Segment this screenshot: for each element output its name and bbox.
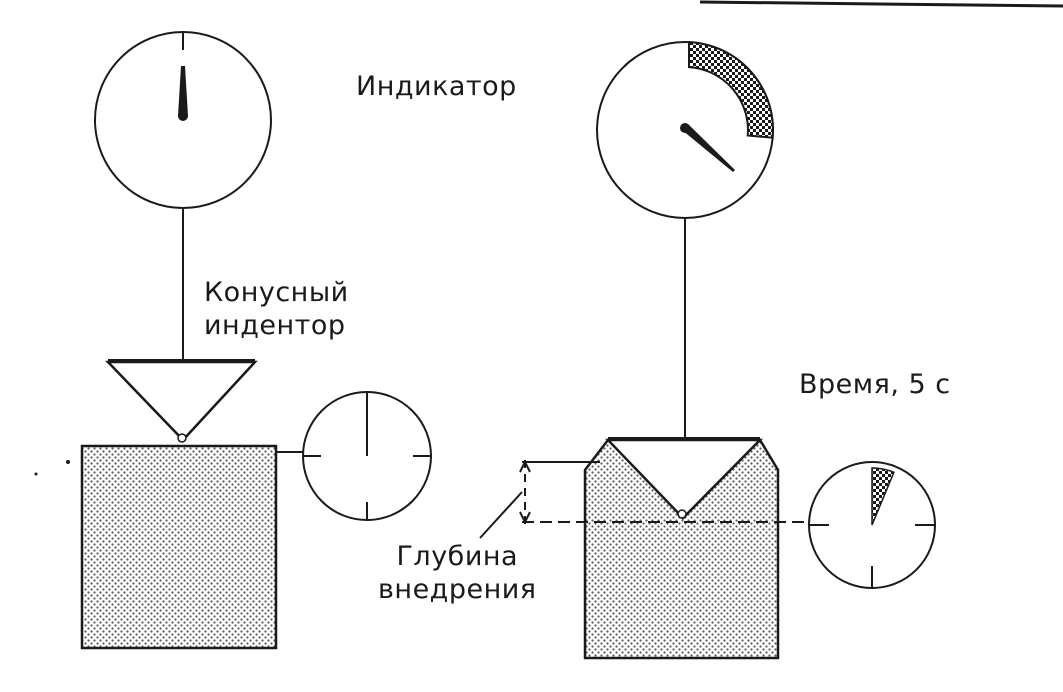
stopwatch-elapsed-sector xyxy=(871,467,895,526)
cone-indenter-label-line-2: индентор xyxy=(204,310,346,341)
gauge-deflection-arc xyxy=(688,41,774,139)
left-setup xyxy=(34,31,432,650)
penetration-depth-label: Глубина внедрения xyxy=(378,540,537,606)
time-label: Время, 5 с xyxy=(799,368,951,401)
depth-dimension xyxy=(479,459,812,539)
cone-indenter-label: Конусный индентор xyxy=(204,276,349,342)
penetration-depth-label-line-1: Глубина xyxy=(396,541,519,572)
cone-indenter-label-line-1: Конусный xyxy=(204,277,349,308)
cone-indenter xyxy=(105,360,258,442)
gauge-needle xyxy=(178,66,188,116)
gauge-needle xyxy=(682,124,735,172)
gauge-icon xyxy=(596,41,774,219)
penetration-depth-label-line-2: внедрения xyxy=(378,574,537,605)
specimen-block xyxy=(80,444,278,650)
scan-edge-line xyxy=(699,0,1063,8)
stopwatch-icon xyxy=(808,461,936,589)
gauge-icon xyxy=(94,31,272,209)
indicator-label: Индикатор xyxy=(356,70,517,103)
stopwatch-icon xyxy=(302,391,432,521)
right-setup xyxy=(479,41,936,660)
indicator-label-text: Индикатор xyxy=(356,71,517,102)
time-label-text: Время, 5 с xyxy=(799,369,951,400)
